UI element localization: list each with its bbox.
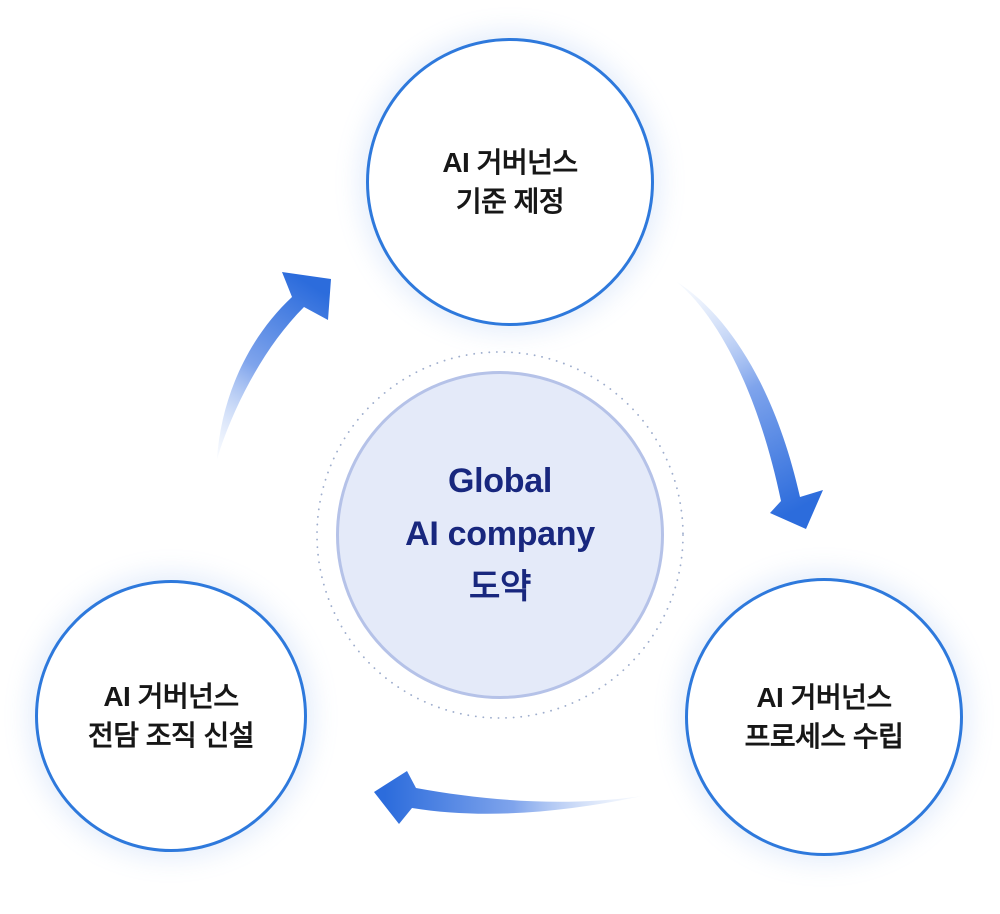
center-line-3: 도약 xyxy=(469,567,531,606)
node-top-line-1: AI 거버넌스 xyxy=(442,146,578,178)
dotted-ring xyxy=(316,351,684,719)
arrow-top-to-right-icon xyxy=(677,282,823,529)
node-left-label: AI 거버넌스 전담 조직 신설 xyxy=(87,680,255,751)
node-governance-process: AI 거버넌스 프로세스 수립 xyxy=(685,578,963,856)
node-left-line-1: AI 거버넌스 xyxy=(103,680,239,712)
center-line-2: AI company xyxy=(405,515,595,554)
center-line-1: Global xyxy=(448,462,552,501)
center-goal-label: Global AI company 도약 xyxy=(405,464,595,605)
node-left-line-2: 전담 조직 신설 xyxy=(87,720,255,751)
node-right-line-2: 프로세스 수립 xyxy=(744,721,904,752)
node-top-label: AI 거버넌스 기준 제정 xyxy=(442,146,578,217)
node-right-line-1: AI 거버넌스 xyxy=(756,681,892,713)
node-right-label: AI 거버넌스 프로세스 수립 xyxy=(744,681,904,752)
node-governance-org: AI 거버넌스 전담 조직 신설 xyxy=(35,580,307,852)
node-governance-standards: AI 거버넌스 기준 제정 xyxy=(366,38,654,326)
center-goal-circle: Global AI company 도약 xyxy=(336,371,664,699)
arrow-left-to-top-icon xyxy=(217,272,331,459)
arrow-right-to-left-icon xyxy=(374,771,642,824)
node-top-line-2: 기준 제정 xyxy=(455,186,565,217)
